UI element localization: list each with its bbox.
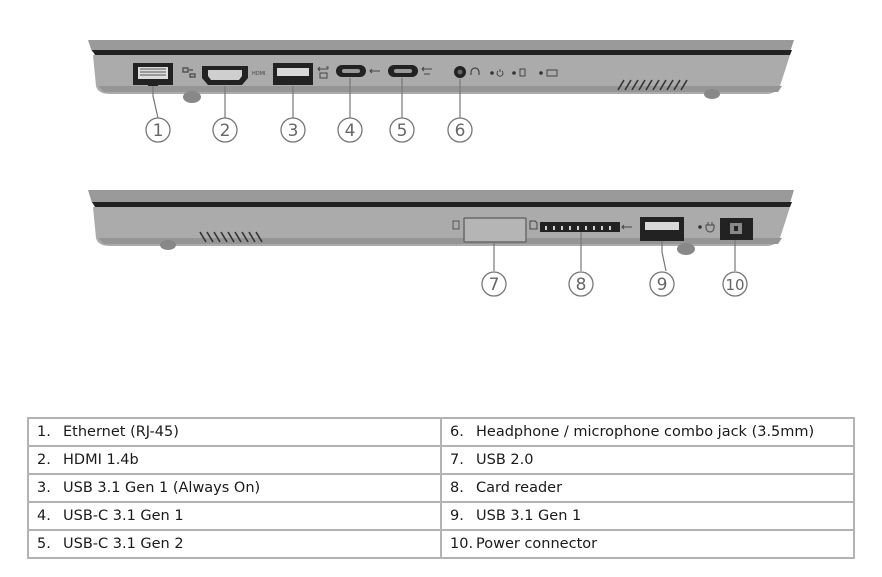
card-reader-slot [540, 222, 620, 232]
usb-ss-10-icon [421, 66, 432, 75]
legend-number: 10. [450, 536, 474, 552]
legend-number: 2. [37, 452, 51, 468]
callout-2 [212, 117, 238, 143]
leader-lines-right [493, 232, 736, 272]
legend-label: USB 3.1 Gen 1 [476, 508, 582, 524]
callout-6 [447, 117, 473, 143]
usb-charge-icon [452, 220, 460, 230]
headset-icon [470, 67, 480, 75]
legend-cell: 1. Ethernet (RJ-45) [27, 417, 442, 447]
legend-number: 3. [37, 480, 51, 496]
callout-10 [722, 271, 748, 297]
table-row: 3. USB 3.1 Gen 1 (Always On) 8. Card reade… [27, 473, 855, 503]
callout-number: 10 [725, 276, 744, 294]
callout-number: 7 [489, 275, 500, 295]
legend-cell: 2. HDMI 1.4b [27, 445, 442, 475]
callout-number: 4 [345, 121, 356, 141]
callout-1 [145, 117, 171, 143]
callout-number: 3 [288, 121, 299, 141]
vent-grille-right [199, 231, 263, 243]
legend-number: 8. [450, 480, 464, 496]
legend-label: USB 2.0 [476, 452, 534, 468]
legend-number: 4. [37, 508, 51, 524]
usb-c-port-gen1 [336, 65, 366, 77]
legend-label: HDMI 1.4b [63, 452, 139, 468]
callout-7 [481, 271, 507, 297]
legend-number: 1. [37, 424, 51, 440]
laptop-ports-diagram: HDMI [88, 40, 794, 297]
power-plug-icon [705, 222, 715, 233]
usb-ss-icon-right [621, 224, 632, 230]
callout-number: 8 [576, 275, 587, 295]
hdmi-port [202, 66, 248, 85]
callout-number: 6 [455, 121, 466, 141]
legend-label: USB-C 3.1 Gen 2 [63, 536, 184, 552]
storage-icon [519, 68, 526, 77]
usb-icon [317, 66, 329, 72]
power-icon [496, 69, 504, 77]
callout-number: 1 [153, 121, 164, 141]
battery-icon [546, 69, 558, 77]
legend-cell: 9. USB 3.1 Gen 1 [440, 501, 855, 531]
legend-cell: 6. Headphone / microphone combo jack (3.5… [440, 417, 855, 447]
power-indicator [490, 71, 494, 75]
usb-c-port-gen2 [388, 65, 418, 77]
callout-4 [337, 117, 363, 143]
callout-number: 9 [657, 275, 668, 295]
power-connector [720, 218, 753, 240]
laptop-left-side: HDMI [88, 40, 794, 103]
usb-ss-icon [369, 68, 380, 74]
battery-charge-icon [319, 72, 328, 79]
legend-number: 6. [450, 424, 464, 440]
power-status-indicator [698, 225, 702, 229]
callout-5 [389, 117, 415, 143]
usb-a-port-always-on [273, 63, 313, 85]
legend-cell: 5. USB-C 3.1 Gen 2 [27, 529, 442, 559]
legend-number: 9. [450, 508, 464, 524]
vent-grille [617, 79, 688, 91]
laptop-right-side [88, 190, 794, 255]
callout-3 [280, 117, 306, 143]
hdmi-label: HDMI [252, 71, 265, 77]
usb-a-port-gen1 [640, 217, 684, 241]
table-row: 2. HDMI 1.4b 7. USB 2.0 [27, 445, 855, 475]
legend-label: Card reader [476, 480, 563, 496]
callout-number: 2 [220, 121, 231, 141]
callout-9 [649, 271, 675, 297]
legend-number: 5. [37, 536, 51, 552]
ethernet-port [133, 63, 173, 86]
network-icon [182, 67, 196, 78]
callout-number: 5 [397, 121, 408, 141]
legend-label: Headphone / microphone combo jack (3.5mm… [476, 424, 815, 440]
legend-number: 7. [450, 452, 464, 468]
sd-card-icon [529, 220, 538, 230]
usb-2-port [463, 217, 527, 243]
legend-cell: 3. USB 3.1 Gen 1 (Always On) [27, 473, 442, 503]
ports-legend-table: 1. Ethernet (RJ-45) 6. Headphone / microph… [27, 417, 855, 559]
legend-label: USB 3.1 Gen 1 (Always On) [63, 480, 261, 496]
callout-8 [568, 271, 594, 297]
table-row: 5. USB-C 3.1 Gen 2 10.Power connector [27, 529, 855, 559]
legend-label: Power connector [476, 536, 598, 552]
battery-indicator [539, 71, 543, 75]
legend-cell: 7. USB 2.0 [440, 445, 855, 475]
activity-indicator [512, 71, 516, 75]
legend-label: USB-C 3.1 Gen 1 [63, 508, 184, 524]
table-row: 4. USB-C 3.1 Gen 1 9. USB 3.1 Gen 1 [27, 501, 855, 531]
legend-cell: 10.Power connector [440, 529, 855, 559]
table-row: 1. Ethernet (RJ-45) 6. Headphone / microph… [27, 417, 855, 447]
legend-cell: 4. USB-C 3.1 Gen 1 [27, 501, 442, 531]
legend-label: Ethernet (RJ-45) [63, 424, 179, 440]
leader-lines-left [152, 78, 461, 119]
legend-cell: 8. Card reader [440, 473, 855, 503]
